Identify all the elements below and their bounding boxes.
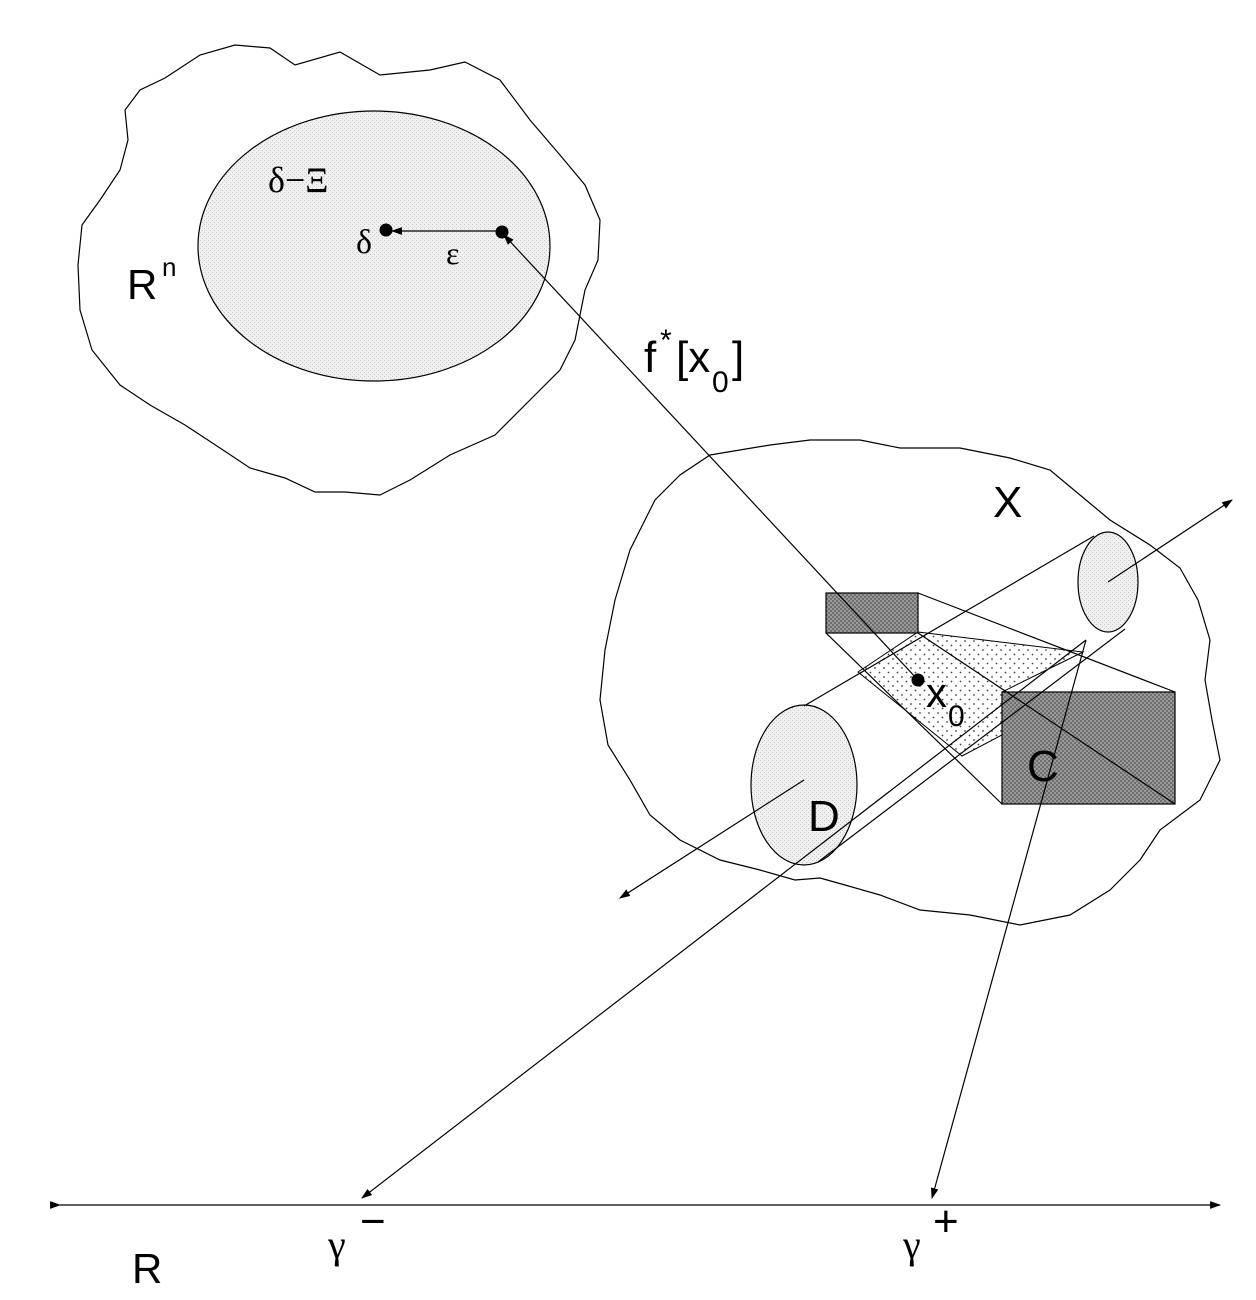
delta-point bbox=[379, 223, 393, 237]
epsilon-point bbox=[495, 225, 509, 239]
c-label: C bbox=[1027, 742, 1059, 791]
d-label: D bbox=[808, 792, 840, 841]
x0-subscript: 0 bbox=[948, 700, 965, 733]
edge-line bbox=[803, 535, 1095, 707]
f-star-arrow bbox=[503, 234, 919, 681]
rn-superscript: n bbox=[162, 252, 176, 282]
f-star-bracket-close: ] bbox=[732, 333, 744, 382]
r-label: R bbox=[132, 1245, 162, 1292]
edge-line bbox=[917, 632, 1176, 805]
delta-xi-label: δ−Ξ bbox=[268, 160, 328, 200]
d-ellipse bbox=[750, 704, 858, 866]
edge-line bbox=[817, 628, 1126, 863]
x0-point bbox=[911, 673, 925, 687]
delta-xi-ellipse bbox=[197, 110, 551, 382]
x-set-label: X bbox=[993, 478, 1022, 527]
edge-line bbox=[917, 592, 1176, 693]
f-star-bracket-open: [x bbox=[676, 333, 710, 382]
gamma-minus-arrow bbox=[361, 639, 1087, 1199]
gamma-minus-sign: − bbox=[360, 1197, 386, 1246]
d-outward-arrow bbox=[619, 779, 805, 899]
small-dark-rect bbox=[825, 592, 919, 634]
gamma-plus-label: γ bbox=[902, 1222, 921, 1267]
right-outward-arrow bbox=[1107, 499, 1233, 583]
rn-region bbox=[77, 44, 601, 496]
f-star-superscript: * bbox=[660, 324, 672, 357]
epsilon-label: ε bbox=[446, 235, 459, 271]
gamma-plus-arrow bbox=[930, 639, 1087, 1200]
rn-label: R bbox=[127, 261, 157, 308]
x-region bbox=[599, 439, 1221, 926]
gamma-minus-label: γ bbox=[327, 1222, 346, 1267]
x0-label: x bbox=[926, 669, 947, 716]
gamma-plus-sign: + bbox=[933, 1197, 959, 1246]
f-star-label: f bbox=[644, 333, 657, 382]
edge-line bbox=[825, 632, 1003, 805]
f-star-subscript: 0 bbox=[712, 366, 729, 399]
delta-label: δ bbox=[356, 224, 372, 261]
